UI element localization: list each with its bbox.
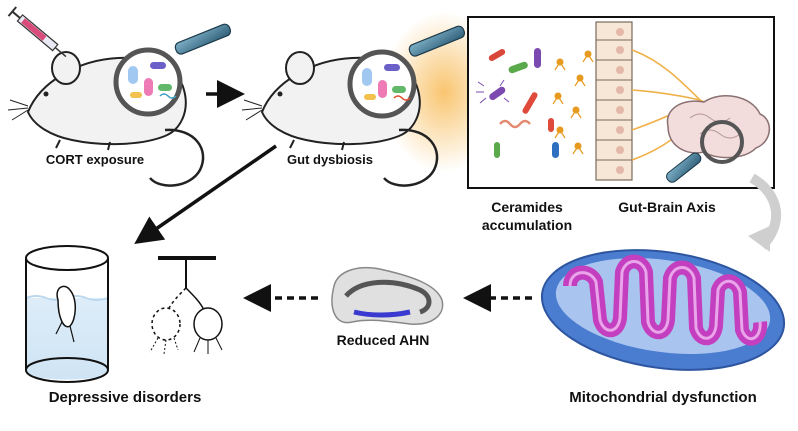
bacteria-icon [362, 64, 411, 101]
beaker-icon [25, 245, 109, 383]
magnifier-icon [666, 120, 744, 183]
depressive-disorders-label: Depressive disorders [49, 389, 202, 406]
curved-arrow [748, 173, 782, 252]
mitochondrion-icon [540, 249, 786, 371]
brain-icon [666, 95, 770, 159]
intestinal-epithelium-icon [595, 21, 633, 181]
gut-dysbiosis-label: Gut dysbiosis [287, 152, 373, 167]
ceramides-label-line2: accumulation [482, 217, 572, 233]
ceramides-label-line1: Ceramides [491, 199, 563, 215]
mitochondrial-dysfunction-label: Mitochondrial dysfunction [569, 389, 757, 406]
bacteria-icon [128, 62, 177, 99]
neuron-icon [149, 256, 223, 355]
gut-brain-axis-label: Gut-Brain Axis [618, 199, 716, 215]
reduced-ahn-label: Reduced AHN [337, 332, 430, 348]
cort-exposure-label: CORT exposure [46, 152, 144, 167]
arrow-dysbiosis-to-depression [134, 144, 277, 244]
syringe-icon [7, 6, 67, 58]
bacteria-icon [476, 48, 559, 158]
hippocampus-icon [331, 267, 444, 325]
